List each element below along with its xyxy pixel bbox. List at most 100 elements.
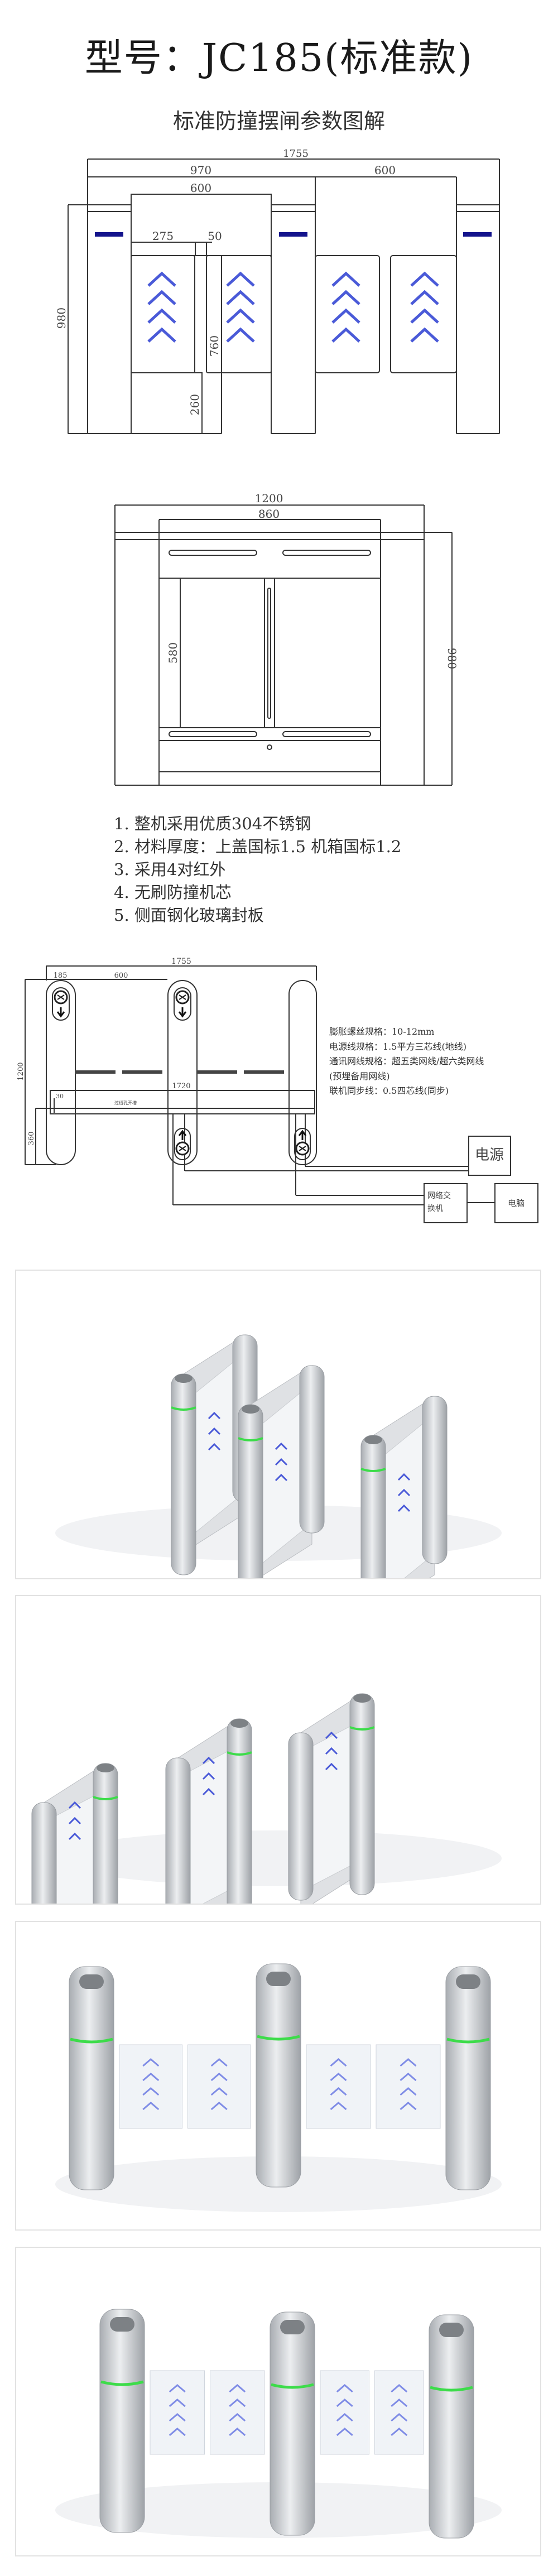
wiring-dim-trench: 1720 [172, 1082, 190, 1090]
chevron-icon [147, 271, 176, 287]
switch-box [424, 1183, 468, 1223]
post [429, 2314, 474, 2539]
led-ring [227, 1751, 252, 1756]
spec-item: 3. 采用4对红外 [114, 860, 226, 879]
chevron-icon [400, 2058, 417, 2067]
chevron-icon [147, 308, 176, 324]
chevron-icon [208, 1427, 221, 1435]
chevron-icon [410, 308, 439, 324]
chevron-icon [336, 2428, 353, 2436]
dim-glass-height: 580 [166, 642, 180, 664]
chevron-icon [275, 1473, 288, 1482]
post-icons [52, 987, 311, 1160]
led-ring [430, 2386, 473, 2392]
wiring-diagram: 1755 185 600 1200 1720 30 过线孔开槽 360 电源 网… [17, 957, 538, 1223]
led-ring [70, 2037, 113, 2044]
chevron-icon [330, 2087, 347, 2096]
chevron-icon [325, 1747, 338, 1755]
chevron-icon [169, 2399, 186, 2407]
dim-total: 1755 [283, 148, 309, 160]
dim-height: 980 [55, 307, 68, 329]
turnstile-cabinet [445, 1966, 491, 2190]
page-subtitle: 标准防撞摆闸参数图解 [172, 109, 385, 133]
chevron-icon [226, 308, 255, 324]
product-photo-1 [15, 1270, 541, 1579]
led-ring [257, 2035, 300, 2041]
power-label: 电源 [475, 1147, 504, 1164]
turnstile-cabinet [99, 2309, 145, 2533]
led-ring [360, 1468, 386, 1472]
turnstile-cabinet [360, 1396, 448, 1578]
dim-bottom: 260 [188, 394, 201, 415]
power-box [468, 1136, 511, 1176]
wiring-dim-offset: 360 [27, 1132, 36, 1146]
chevron-icon [226, 271, 255, 287]
wiring-dim-post: 185 [54, 972, 68, 980]
led-ring [171, 1406, 196, 1411]
chevron-icon [147, 290, 176, 305]
wiring-dim-lane: 600 [114, 972, 128, 980]
chevron-arrows-icon [147, 271, 439, 343]
chevron-icon [400, 2073, 417, 2082]
glass-wing [306, 2044, 371, 2129]
dim-wing-height: 760 [208, 335, 221, 357]
turnstile-cabinet [165, 1718, 252, 1904]
dim-side-height: 980 [445, 648, 459, 669]
post [445, 1966, 491, 2190]
chevron-icon [275, 1458, 288, 1466]
wiring-note: 电源线规格：1.5平方三芯线(地线) [329, 1041, 466, 1052]
spec-item: 5. 侧面钢化玻璃封板 [114, 906, 264, 925]
dim-wing-gap: 50 [208, 229, 222, 243]
chevron-icon [410, 290, 439, 305]
led-ring [446, 2037, 490, 2044]
sensor-icon [175, 1141, 190, 1156]
page-title: 型号：JC185(标准款) [84, 36, 474, 80]
chevron-icon [336, 2399, 353, 2407]
glass-wing [376, 2044, 441, 2129]
chevron-icon [336, 2384, 353, 2393]
chevron-icon [68, 1816, 81, 1825]
chevron-icon [391, 2413, 408, 2422]
product-photo-3 [15, 1921, 541, 2231]
chevron-icon [400, 2102, 417, 2111]
chevron-icon [391, 2399, 408, 2407]
chevron-icon [226, 327, 255, 343]
chevron-icon [330, 2073, 347, 2082]
wiring-note: 通讯网线规格：超五类网线/超六类网线 [329, 1056, 484, 1066]
glass-wing [320, 2370, 369, 2455]
dim-width: 1200 [255, 492, 283, 505]
spec-item: 2. 材料厚度：上盖国标1.5 机箱国标1.2 [114, 837, 402, 856]
chevron-icon [169, 2384, 186, 2393]
chevron-icon [68, 1801, 81, 1809]
computer-box [494, 1183, 538, 1223]
chevron-icon [202, 1787, 215, 1796]
computer-label: 电脑 [508, 1198, 525, 1208]
turnstile-cabinet [270, 2311, 315, 2536]
spec-item: 1. 整机采用优质304不锈钢 [114, 814, 311, 833]
chevron-icon [229, 2428, 246, 2436]
turnstile-cabinet [288, 1693, 375, 1904]
indicator-bar [279, 232, 307, 237]
dim-inner-width: 860 [258, 507, 280, 521]
chevron-icon [208, 1443, 221, 1451]
chevron-icon [142, 2102, 160, 2111]
glass-wing [374, 2370, 424, 2455]
wiring-notes: 膨胀螺丝规格：10-12mm 电源线规格：1.5平方三芯线(地线) 通讯网线规格… [329, 1025, 484, 1099]
sensor-icon [175, 990, 190, 1005]
turnstile-cabinet [238, 1365, 325, 1578]
product-photo-4 [15, 2247, 541, 2556]
led-ring [271, 2383, 314, 2389]
chevron-icon [330, 2058, 347, 2067]
spec-list: 1. 整机采用优质304不锈钢 2. 材料厚度：上盖国标1.5 机箱国标1.2 … [114, 813, 401, 927]
turnstile-cabinet [256, 1963, 301, 2188]
chevron-icon [226, 290, 255, 305]
chevron-icon [331, 290, 360, 305]
glass-wing [119, 2044, 182, 2129]
indicator-bar [463, 232, 492, 237]
chevron-icon [202, 1756, 215, 1765]
chevron-icon [210, 2058, 228, 2067]
side-view-drawing: 1200 860 580 980 [114, 492, 459, 786]
glass-wing [210, 2370, 265, 2455]
post [99, 2309, 145, 2533]
trench-label: 过线孔开槽 [114, 1100, 137, 1106]
